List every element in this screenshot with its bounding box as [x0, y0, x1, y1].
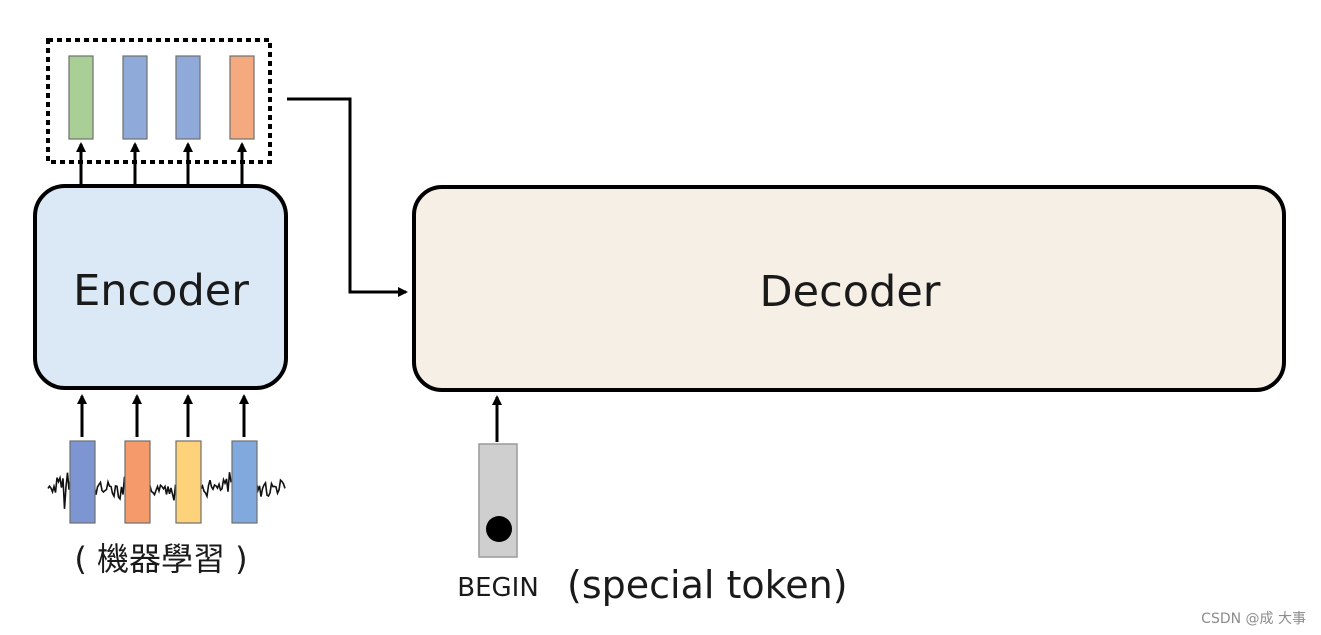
encoder-output-vector-3: [175, 55, 201, 140]
encoder-input-vector-4: [231, 440, 258, 524]
encoder-output-vector-2: [122, 55, 148, 140]
encoder-input-vector-2: [124, 440, 151, 524]
encoder-output-vector-4: [229, 55, 255, 140]
begin-token-dot: [486, 516, 512, 542]
encoder-to-decoder-connector: [287, 97, 408, 297]
encoder-input-vector-3: [175, 440, 202, 524]
decoder-label: Decoder: [760, 267, 941, 317]
encoder-output-arrows: [76, 142, 247, 186]
encoder-label: Encoder: [73, 266, 249, 316]
encoder-output-vectors: [68, 55, 255, 140]
decoder-box: [412, 185, 1286, 392]
encoder-output-vector-1: [68, 55, 94, 140]
begin-token-label: BEGIN: [457, 573, 539, 603]
encoder-box: [33, 184, 288, 390]
encoder-output-container: [46, 38, 272, 164]
watermark: CSDN @成 大事: [1201, 611, 1306, 627]
encoder-input-arrows: [77, 394, 249, 437]
input-caption: ( 機器學習 ): [74, 540, 247, 578]
encoder-input-vectors: [69, 440, 258, 524]
special-token-note: (special token): [567, 563, 848, 607]
encoder-input-vector-1: [69, 440, 96, 524]
